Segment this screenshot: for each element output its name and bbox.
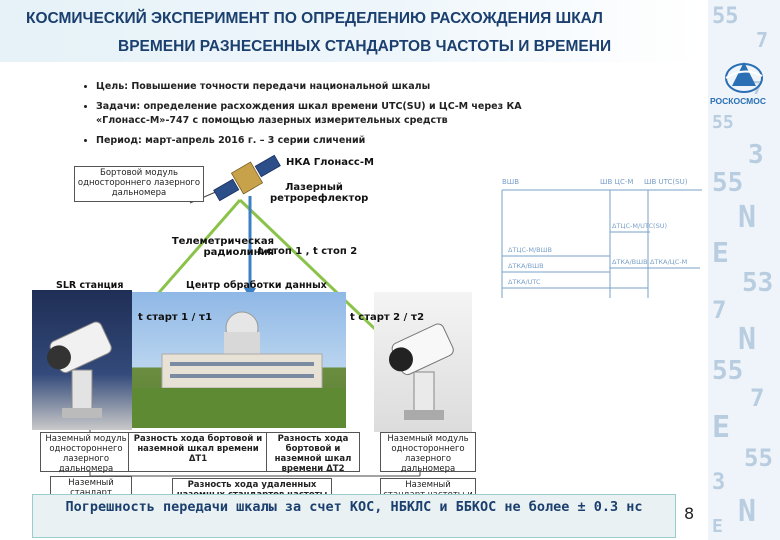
side-number: 55: [712, 356, 744, 386]
side-number: 53: [742, 268, 774, 298]
telescope-icon: [46, 321, 112, 418]
roscosmos-logo-icon: [725, 62, 763, 93]
ground-module-right-box: Наземный модуль одностороннего лазерного…: [380, 432, 476, 474]
side-number: E: [712, 516, 723, 537]
telescope-icon: [388, 323, 454, 420]
logo-text: РОСКОСМОС: [710, 96, 766, 106]
side-number: 7: [756, 28, 769, 52]
satellite-icon: [213, 154, 281, 202]
side-number: 55: [744, 444, 773, 472]
decorative-number-strip: 55 7 3 55 N E 53 7 N 55 7 E 55 3 N 7 55 …: [708, 0, 780, 540]
goal-bullets: Цель: Повышение точности передачи национ…: [82, 80, 562, 154]
slr-telescope-right-photo: [374, 292, 472, 432]
slide-number: 8: [684, 504, 695, 523]
timing-delta: ΔTЦС-М/UTC(SU): [612, 222, 667, 230]
bullet-period: Период: март-апрель 2016 г. – 3 серии сл…: [96, 134, 562, 148]
processing-center-photo: [132, 292, 346, 428]
conclusion-banner: Погрешность передачи шкалы за счет КОС, …: [32, 494, 676, 538]
t-stop-label: t стоп 1 , t стоп 2: [258, 246, 358, 257]
slide-title-line2: ВРЕМЕНИ РАЗНЕСЕННЫХ СТАНДАРТОВ ЧАСТОТЫ И…: [118, 38, 612, 55]
telemetry-label: Телеметрическая радиолиния: [171, 236, 274, 258]
t-start2-label: t старт 2 / τ2: [350, 312, 425, 323]
side-number: 55: [712, 112, 734, 133]
side-number: 55: [712, 4, 739, 29]
retroreflector-label: Лазерный ретрорефлектор: [270, 182, 369, 204]
timing-label-cs-m: ШВ ЦС-М: [600, 178, 634, 186]
side-number: N: [738, 494, 757, 529]
timing-delta: ΔTКА/ЦС-М: [650, 258, 688, 266]
timing-delta: ΔTКА/ВШВ: [508, 262, 544, 270]
bullet-goal: Цель: Повышение точности передачи национ…: [96, 80, 562, 94]
timing-label-vshv: ВШВ: [502, 178, 520, 186]
spacecraft-label: НКА Глонасс-М: [286, 157, 374, 168]
title-bar: [0, 0, 700, 62]
timing-delta: ΔTКА/UTC: [508, 278, 541, 286]
onboard-module-box: Бортовой модуль одностороннего лазерного…: [74, 166, 204, 202]
timing-delta: ΔTКА/ВШВ: [612, 258, 648, 266]
building-icon: [132, 311, 346, 428]
processing-center-label: Центр обработки данных: [186, 280, 327, 291]
bullet-tasks: Задачи: определение расхождения шкал вре…: [96, 100, 562, 128]
side-number: 55: [712, 168, 744, 198]
ground-module-left-box: Наземный модуль одностороннего лазерного…: [40, 432, 132, 474]
slr-station-label: SLR станция: [56, 280, 124, 291]
side-number: E: [712, 236, 729, 269]
side-number: 7: [750, 384, 765, 412]
rate-onboard-ground-box: Разность хода бортовой и наземной шкал в…: [128, 432, 268, 472]
side-number: 3: [712, 470, 726, 495]
side-number: N: [738, 200, 757, 235]
side-number: 3: [748, 140, 764, 170]
timing-label-utc: ШВ UTC(SU): [644, 178, 688, 186]
timing-delta: ΔTЦС-М/ВШВ: [508, 246, 553, 254]
side-number: E: [712, 410, 731, 445]
side-number: N: [738, 322, 757, 357]
side-number: 7: [712, 296, 727, 324]
timing-diagram: ВШВ ШВ ЦС-М ШВ UTC(SU) ΔTЦС-М/UTC(SU) ΔT…: [500, 178, 705, 303]
t-start1-label: t старт 1 / τ1: [138, 312, 213, 323]
timing-diagram-lines: [501, 189, 702, 298]
slide-title-line1: КОСМИЧЕСКИЙ ЭКСПЕРИМЕНТ ПО ОПРЕДЕЛЕНИЮ Р…: [26, 10, 603, 27]
slr-telescope-left-photo: [32, 290, 132, 430]
rate-onboard-ground2-box: Разность хода бортовой и наземной шкал в…: [266, 432, 360, 474]
